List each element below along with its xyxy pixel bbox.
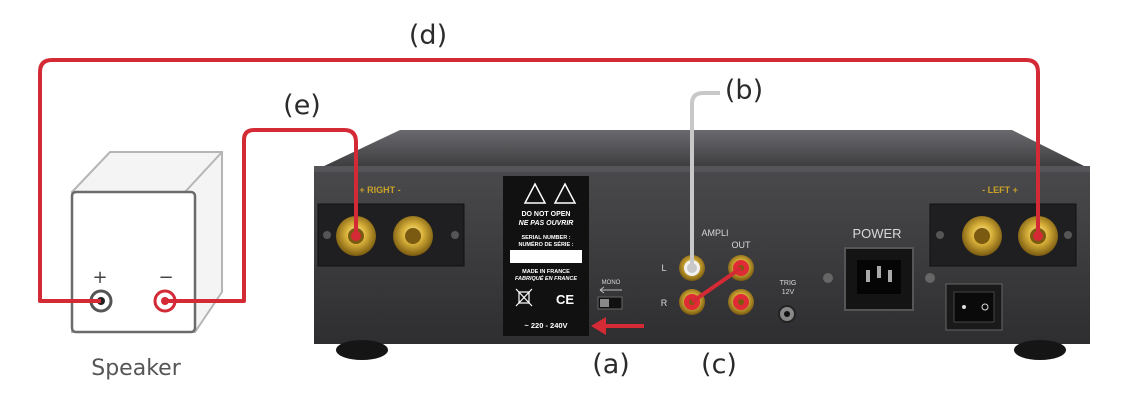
speaker-label: Speaker <box>91 356 181 381</box>
made-in-label-1: MADE IN FRANCE <box>522 269 570 275</box>
callout-d: (d) <box>409 20 447 51</box>
trigger-voltage-label: 12V <box>782 289 795 296</box>
ce-mark: CE <box>556 292 574 307</box>
rca-l-label: L <box>661 263 666 273</box>
amplifier-top-panel <box>320 130 1088 168</box>
rca-r-label: R <box>661 298 668 308</box>
right-plate-screw-2 <box>451 231 459 239</box>
weee-bin-icon <box>515 288 533 307</box>
left-channel-label: - LEFT + <box>982 185 1018 195</box>
power-label: POWER <box>852 226 901 241</box>
iec-pin-3 <box>888 270 892 282</box>
mono-arrow-icon <box>599 286 622 294</box>
amplifier-panel-rim <box>314 166 1090 172</box>
right-binding-post-negative-center <box>405 228 421 244</box>
serial-label-1: SERIAL NUMBER : <box>521 235 570 241</box>
ground-screw-2 <box>925 273 935 283</box>
amplifier-foot-right <box>1014 340 1066 360</box>
warning-line-1: DO NOT OPEN <box>521 211 570 218</box>
amplifier-foot-left <box>336 340 388 360</box>
serial-label-2: NUMÉRO DE SÉRIE : <box>518 240 573 248</box>
made-in-label-2: FABRIQUÉ EN FRANCE <box>515 274 577 282</box>
cable-e <box>165 128 358 303</box>
speaker-plus-label: + <box>92 267 107 288</box>
amplifier: + RIGHT - DO NOT OPEN NE PAS OUVRIR SERI… <box>314 130 1090 360</box>
cable-d-end <box>1033 231 1043 241</box>
cable-b <box>690 91 720 268</box>
arrow-a-head <box>591 317 606 335</box>
speaker: + − Speaker <box>70 151 223 381</box>
power-switch-off-mark <box>981 303 989 311</box>
ground-screw <box>823 273 833 283</box>
iec-pin-2 <box>877 266 881 278</box>
cable-b-end <box>687 263 697 273</box>
power-switch-on-mark <box>962 305 966 309</box>
warning-label: DO NOT OPEN NE PAS OUVRIR SERIAL NUMBER … <box>503 176 589 336</box>
right-channel-label: + RIGHT - <box>359 185 400 195</box>
speaker-front-face <box>70 190 197 334</box>
speaker-minus-label: − <box>158 267 173 288</box>
ampli-label: AMPLI <box>701 228 728 238</box>
speaker-cabinet-edge <box>184 151 223 193</box>
mono-switch-knob <box>600 299 609 307</box>
trigger-jack-hole <box>784 311 790 317</box>
cable-e-end <box>351 231 361 241</box>
callout-e: (e) <box>283 90 321 121</box>
callout-c: (c) <box>701 349 737 380</box>
rca-out-right <box>728 289 754 315</box>
power-switch[interactable] <box>953 291 995 323</box>
jumper-c <box>690 266 743 304</box>
electric-warning-icon <box>523 182 547 204</box>
mono-switch-label: MONO <box>602 280 621 286</box>
iec-pin-1 <box>866 270 870 282</box>
cable-d <box>38 58 1040 303</box>
trigger-label: TRIG <box>780 280 797 287</box>
callout-a: (a) <box>592 349 630 380</box>
serial-number-field <box>510 250 582 263</box>
caution-warning-icon <box>553 182 577 204</box>
callout-b: (b) <box>725 75 763 106</box>
warning-line-2: NE PAS OUVRIR <box>519 220 574 227</box>
left-plate-screw-2 <box>1064 231 1072 239</box>
right-plate-screw-1 <box>323 231 331 239</box>
left-plate-screw-1 <box>936 231 944 239</box>
left-binding-post-negative-center <box>974 228 990 244</box>
voltage-rating: ~ 220 - 240V <box>524 321 567 330</box>
out-label: OUT <box>732 240 752 250</box>
